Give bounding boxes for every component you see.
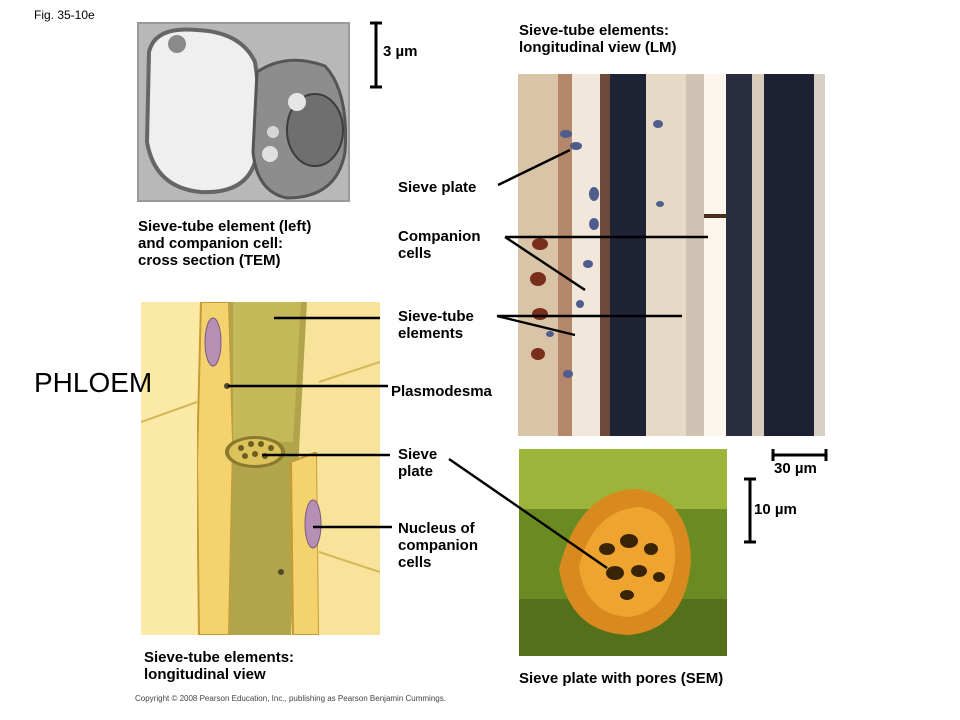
tem-micrograph: [137, 22, 350, 202]
sieve-tube-drawing: [141, 302, 380, 635]
sem-caption: Sieve plate with pores (SEM): [519, 670, 724, 687]
nucleus-label: Nucleus of companion cells: [398, 520, 479, 571]
copyright-notice: Copyright © 2008 Pearson Education, Inc.…: [135, 694, 446, 703]
sieve-tube-elements-label: Sieve-tube elements: [398, 308, 474, 342]
figure-number: Fig. 35-10e: [34, 8, 95, 22]
sem-micrograph: [519, 449, 727, 656]
plasmodesma-label: Plasmodesma: [391, 383, 492, 400]
scale-bar-sem-label: 10 µm: [754, 501, 797, 518]
scale-bar-lm-label: 30 µm: [774, 460, 817, 477]
sieve-plate-label: Sieve plate: [398, 446, 438, 480]
sieve-plate-lm-label: Sieve plate: [398, 179, 477, 196]
lm-micrograph: [518, 74, 825, 436]
tem-caption: Sieve-tube element (left) and companion …: [138, 218, 312, 269]
drawing-caption: Sieve-tube elements: longitudinal view: [144, 649, 295, 683]
companion-cells-label: Companion cells: [398, 228, 481, 262]
lm-caption: Sieve-tube elements: longitudinal view (…: [519, 22, 677, 56]
phloem-heading: PHLOEM: [34, 367, 153, 398]
scale-bar-tem-label: 3 µm: [383, 43, 418, 60]
